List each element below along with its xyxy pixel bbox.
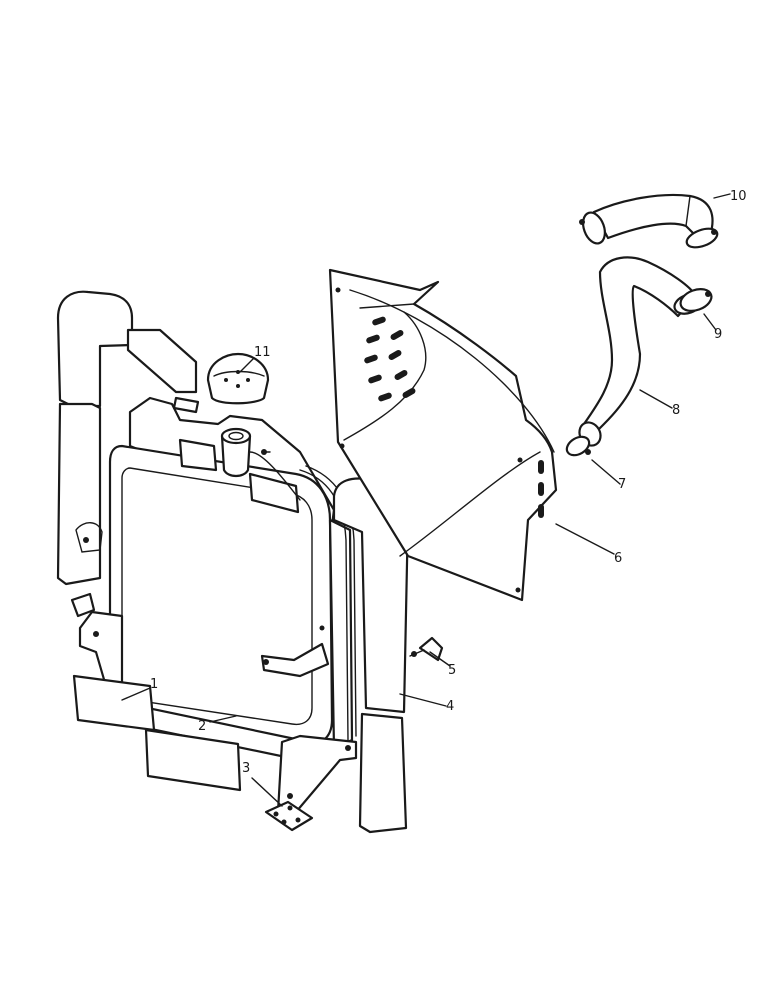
upper-hose	[579, 193, 719, 249]
callout-4: 4	[446, 699, 454, 714]
clip-bolt	[409, 636, 444, 662]
callout-7: 7	[618, 477, 626, 492]
callout-5: 5	[448, 663, 456, 678]
mounting-plate	[264, 800, 314, 832]
right-seal-strip	[332, 477, 410, 834]
callout-6: 6	[614, 551, 622, 566]
bottom-seal-strips	[72, 674, 242, 792]
hose-clamps	[565, 288, 713, 457]
callout-2: 2	[198, 719, 206, 734]
callout-1: 1	[150, 677, 158, 692]
radiator-cap	[206, 352, 270, 405]
leader-lines	[121, 193, 731, 807]
callouts: 1 2 3 4 5 6 7 8 9 10 11	[150, 189, 747, 776]
callout-3: 3	[242, 761, 250, 776]
callout-11: 11	[254, 345, 271, 360]
fan-shroud	[328, 268, 558, 602]
callout-10: 10	[730, 189, 747, 204]
callout-9: 9	[714, 327, 722, 342]
left-seal-strip	[56, 290, 198, 586]
lower-hose	[578, 256, 703, 447]
callout-8: 8	[672, 403, 680, 418]
radiator	[70, 396, 358, 814]
